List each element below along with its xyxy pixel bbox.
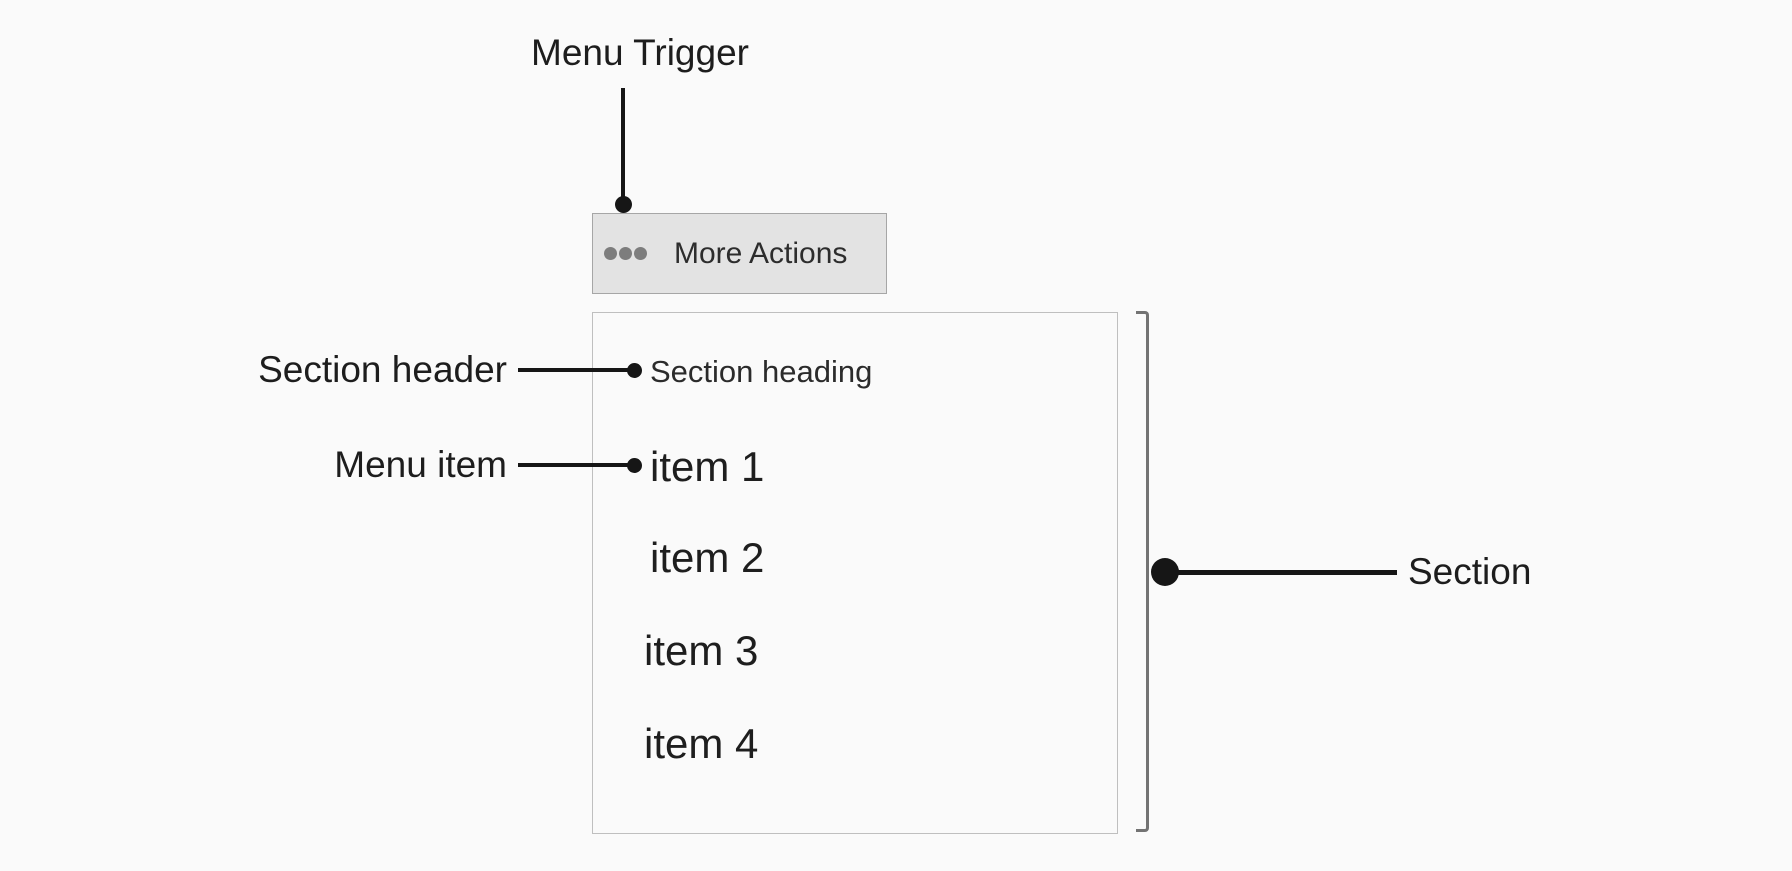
section-header-connector-line: [518, 368, 628, 372]
menu-panel: Section heading item 1 item 2 item 3 ite…: [592, 312, 1118, 834]
menu-item-4[interactable]: item 4: [644, 720, 759, 767]
menu-trigger-connector-line: [621, 88, 625, 198]
section-annotation-label: Section: [1408, 551, 1532, 592]
menu-item-connector-line: [518, 463, 628, 467]
menu-item-2[interactable]: item 2: [650, 534, 765, 581]
section-header-connector-dot: [627, 363, 642, 378]
menu-item-3[interactable]: item 3: [644, 627, 759, 674]
menu-section-heading: Section heading: [650, 354, 873, 389]
more-actions-button-label: More Actions: [674, 236, 848, 270]
menu-trigger-annotation-label: Menu Trigger: [531, 32, 749, 73]
menu-item-connector-dot: [627, 458, 642, 473]
menu-trigger-connector-dot: [615, 196, 632, 213]
ellipsis-icon: [604, 247, 647, 260]
section-header-annotation-label: Section header: [258, 349, 507, 390]
menu-item-annotation-label: Menu item: [334, 444, 507, 485]
section-bracket: [1136, 311, 1149, 832]
more-actions-button[interactable]: More Actions: [592, 213, 887, 294]
menu-item-1[interactable]: item 1: [650, 443, 765, 490]
section-connector-line: [1164, 570, 1397, 575]
